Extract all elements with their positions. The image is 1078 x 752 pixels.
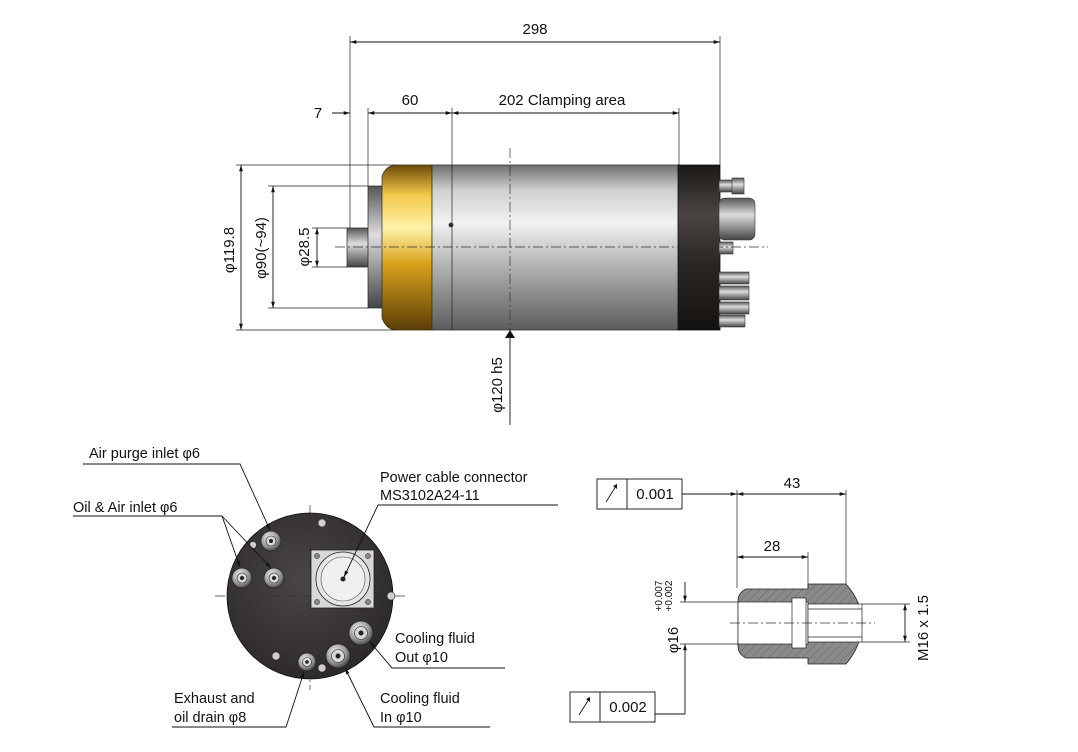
- air-purge-fitting: [260, 530, 282, 552]
- dim-dia-shaft: φ28.5: [296, 228, 313, 267]
- dim-clamping: 202 Clamping area: [499, 92, 626, 109]
- tol-upper: +0.007: [654, 580, 665, 611]
- dim-overall: 298: [522, 21, 547, 38]
- dim-dia-clamp: φ120 h5: [489, 357, 506, 413]
- cooling-out-fitting: [348, 620, 374, 646]
- label-cooling-in-2: In φ10: [380, 710, 422, 726]
- tolerance-frame-top: 0.001: [596, 478, 683, 510]
- leader-lines: [73, 463, 558, 728]
- gold-nose-ring: [381, 164, 433, 331]
- oil-air-fitting-right: [263, 567, 285, 589]
- dim-nose: 60: [402, 92, 419, 109]
- tolerance-value-top: 0.001: [636, 486, 674, 503]
- label-exhaust-2: oil drain φ8: [174, 710, 246, 726]
- marker-dot: [448, 222, 454, 228]
- power-connector: [310, 549, 375, 609]
- exhaust-fitting: [297, 652, 317, 672]
- label-power-connector: Power cable connector: [380, 470, 528, 486]
- rear-cap: [677, 164, 721, 331]
- dim-length-28: 28: [764, 538, 781, 555]
- tolerance-frame-bottom: 0.002: [569, 691, 656, 723]
- label-cooling-out-2: Out φ10: [395, 650, 448, 666]
- label-air-purge: Air purge inlet φ6: [89, 446, 200, 462]
- dim-front: 7: [314, 105, 322, 122]
- dim-thread: M16 x 1.5: [915, 595, 932, 661]
- rear-fittings: [718, 177, 756, 328]
- shaft-end-section: 0.001 43 28 φ16 +0.007 +0.002 M16 x 1.5: [569, 475, 932, 723]
- label-cooling-out-1: Cooling fluid: [395, 631, 475, 647]
- label-cooling-in-1: Cooling fluid: [380, 691, 460, 707]
- rear-view: Air purge inlet φ6 Oil & Air inlet φ6 Po…: [73, 446, 558, 728]
- dim-dia-16: φ16: [665, 627, 682, 653]
- spindle-body: [431, 164, 680, 331]
- label-exhaust-1: Exhaust and: [174, 691, 255, 707]
- dim-length-43: 43: [784, 475, 801, 492]
- cooling-in-fitting: [325, 643, 351, 669]
- dim-dia-nose: φ90(~94): [253, 217, 270, 279]
- tolerance-value-bottom: 0.002: [609, 699, 647, 716]
- label-oil-air: Oil & Air inlet φ6: [73, 500, 178, 516]
- label-power-model: MS3102A24-11: [380, 488, 480, 504]
- tol-lower: +0.002: [664, 580, 675, 611]
- oil-air-fitting-left: [231, 567, 253, 589]
- dim-dia-body: φ119.8: [221, 227, 238, 273]
- side-view: 298 60 202 Clamping area 7 φ119.8 φ90(~9…: [221, 21, 768, 425]
